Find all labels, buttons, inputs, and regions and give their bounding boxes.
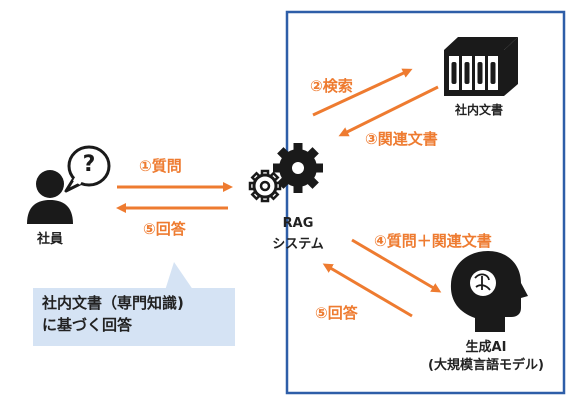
arrow-search [312,68,413,117]
arrow-answer-from-ai [322,263,413,318]
callout-line-2: に基づく回答 [42,316,133,334]
arrow-related-docs [338,85,439,137]
step-4-label: ④質問＋関連文書 [374,232,492,250]
arrow-question-docs [351,238,442,293]
books-icon [444,37,518,96]
answer-callout [33,262,235,346]
rag-label-line2: システム [272,237,324,252]
callout-text: 社内文書（専門知識) に基づく回答 [42,292,184,336]
employee-label: 社員 [36,232,63,247]
rag-label-line1: RAG [282,216,314,231]
brain-head-icon [450,251,528,332]
ai-label-line2: (大規模言語モデル) [428,358,544,373]
docs-label: 社内文書 [454,103,503,117]
step-2-label: ②検索 [310,77,353,95]
gear-icon [248,143,323,203]
step-3-label: ③関連文書 [365,130,438,148]
speech-bubble-icon [64,145,111,193]
step-5-label-left: ⑤回答 [143,220,186,238]
person-icon [27,170,73,224]
ai-label-line1: 生成AI [465,340,507,355]
step-5-label-right: ⑤回答 [315,304,358,322]
system-frame [285,10,566,395]
question-mark: ? [82,152,96,177]
callout-line-1: 社内文書（専門知識) [42,294,184,312]
step-1-label: ①質問 [139,157,182,175]
